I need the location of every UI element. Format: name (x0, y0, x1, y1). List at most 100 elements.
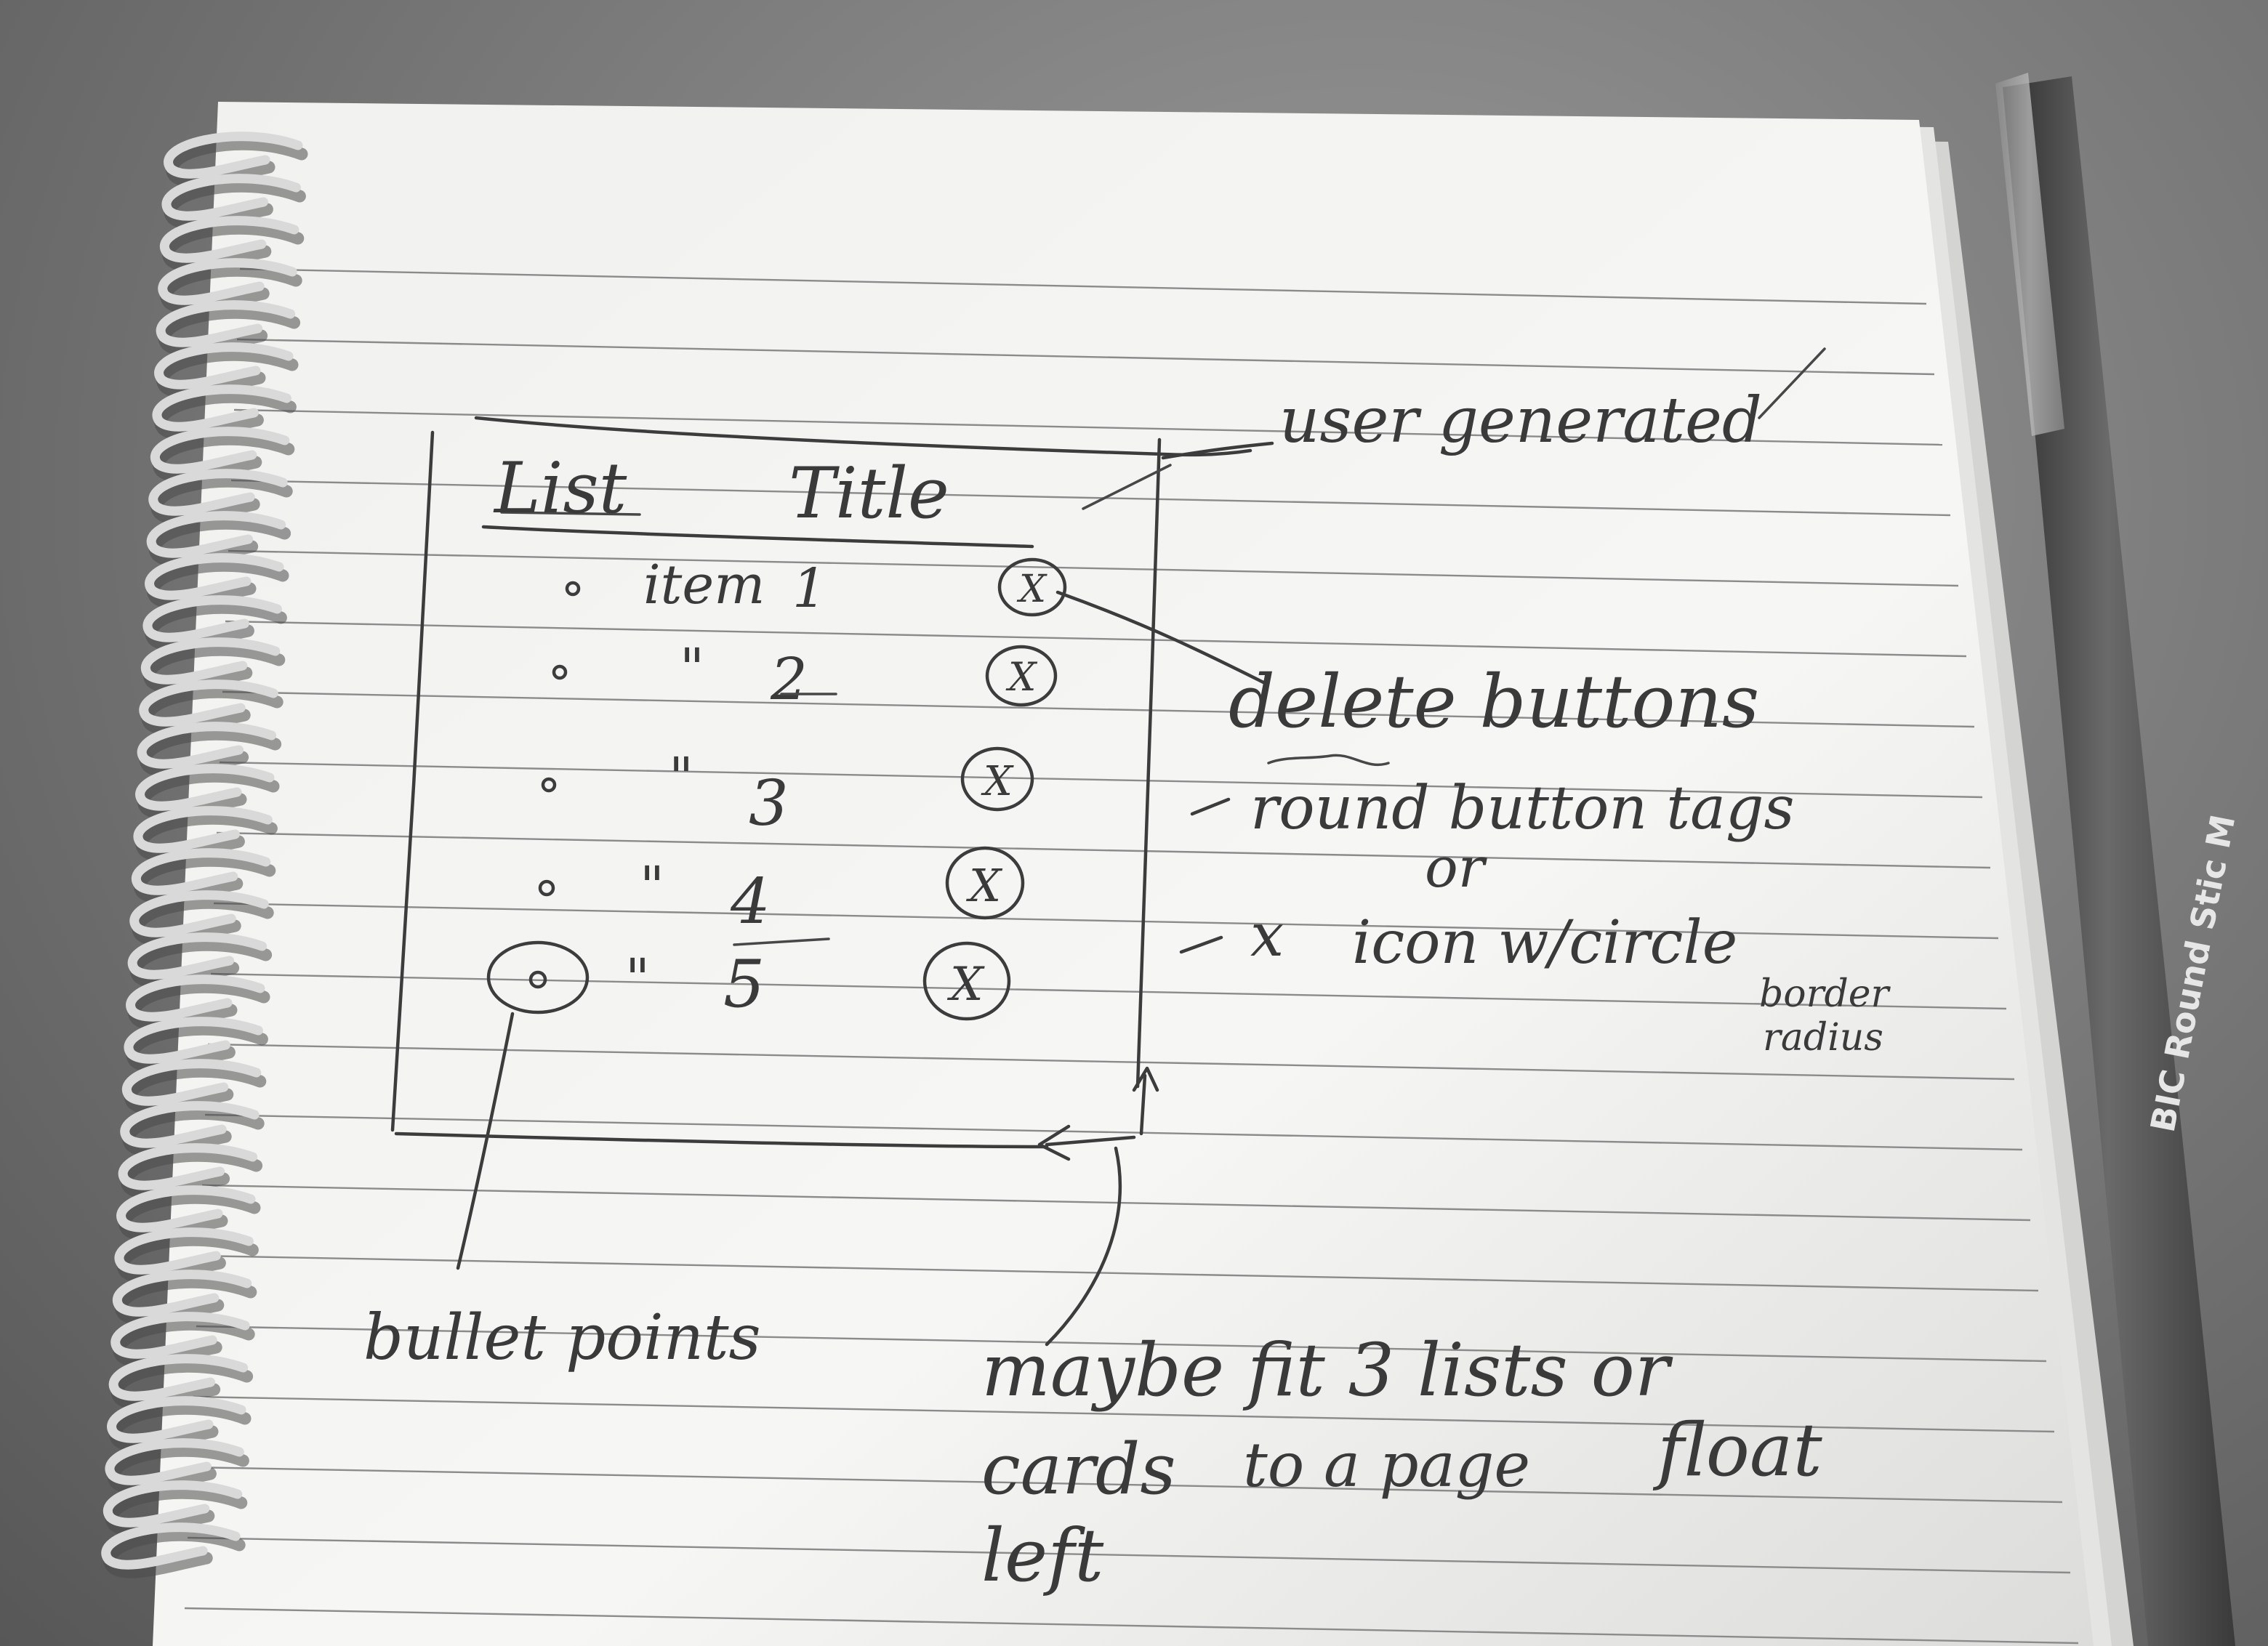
delete-x-glyph: X (946, 958, 985, 1012)
item-label: " (669, 746, 693, 809)
ruled-line (187, 1536, 2071, 1574)
pen-body (2003, 76, 2235, 1646)
annotation-or: or (1425, 835, 1488, 900)
spiral-coil (127, 932, 268, 980)
maybe-leader (1045, 1146, 1122, 1347)
spiral-coil (120, 1101, 260, 1148)
list-item: item 1 X (565, 554, 1067, 620)
bullet-points-leader (456, 1012, 515, 1270)
list-card-wireframe: List Title item 1 X " 2 X " 3 X " (390, 416, 1252, 1161)
ruled-line (236, 338, 1935, 376)
bullet-highlight-circle (486, 940, 590, 1014)
bullet-dot (552, 664, 568, 680)
delete-x-circle-icon (945, 846, 1025, 920)
spiral-coil (107, 1396, 246, 1443)
spiral-coil (126, 975, 265, 1022)
card-left-border (390, 430, 435, 1132)
item-label: " (625, 948, 650, 1010)
spiral-coil (142, 595, 282, 642)
title-underline-short (500, 511, 641, 516)
card-top-line (474, 416, 1252, 457)
delete-x-circle-icon (985, 645, 1058, 707)
spiral-coil (148, 469, 288, 516)
spiral-coil (114, 1227, 254, 1275)
spiral-coil (150, 427, 290, 474)
annotation-bullet-points: bullet points (363, 1302, 761, 1374)
annotation-maybe-line2-cards: cards (981, 1429, 1176, 1510)
spiral-coil (137, 722, 277, 769)
annotation-user-generated: user generated (1279, 384, 1762, 457)
list-item: " 3 X (541, 746, 1034, 840)
annotation-border: border (1759, 972, 1891, 1016)
delete-x-circle-icon (960, 746, 1034, 812)
bullet-dot (528, 970, 547, 989)
delete-x-glyph: X (981, 758, 1014, 805)
ruled-line (213, 902, 1999, 940)
spiral-coil (118, 1143, 258, 1190)
delete-buttons-leader (1055, 590, 1267, 685)
item-number: 2 (770, 645, 808, 713)
spiral-coil (160, 216, 299, 263)
spiral-coil (122, 1059, 262, 1106)
annotation-delete-buttons: delete buttons (1228, 659, 1759, 744)
annotation-maybe-line2-page: to a page (1243, 1429, 1530, 1501)
spiral-coil (141, 637, 281, 685)
spiral-coil (158, 258, 297, 305)
spiral-coil (129, 890, 269, 937)
delete-x-circle-icon (997, 557, 1067, 617)
annotation-round-button-tags: round button tags (1250, 774, 1795, 843)
spiral-coil (152, 384, 291, 432)
spiral-coil (146, 511, 286, 558)
item-label: " (640, 855, 664, 918)
bullet-dot (538, 879, 555, 897)
corner-arrow-left (1037, 1124, 1136, 1161)
spiral-coil (116, 1185, 256, 1233)
dash-bullet (1179, 935, 1223, 954)
dash-bullet (1190, 797, 1231, 816)
ruled-line (233, 408, 1943, 446)
annotation-x-icon: icon w/circle (1352, 908, 1737, 977)
ruled-line (210, 972, 2007, 1010)
spiral-coil (161, 174, 301, 221)
card-right-border (1135, 437, 1162, 1089)
ruled-line (225, 620, 1967, 658)
annotation-x-prefix: x (1250, 901, 1284, 970)
delete-x-glyph: X (966, 859, 1003, 912)
item-number: 4 (730, 866, 771, 938)
spiral-coil (105, 1438, 244, 1485)
ruled-line (216, 831, 1991, 869)
user-generated-leader (1161, 441, 1274, 460)
annotation-maybe-line1: maybe fit 3 lists or (981, 1328, 1673, 1413)
title-scribble (1082, 464, 1172, 510)
spiral-coil (101, 1522, 241, 1570)
ruled-line (230, 479, 1951, 517)
annotation-radius: radius (1763, 1016, 1883, 1060)
ruled-line (222, 690, 1975, 728)
item-label: " (680, 637, 704, 700)
spiral-coil (108, 1354, 249, 1401)
corner-arrow-up (1132, 1066, 1159, 1136)
spiral-coil (139, 679, 278, 727)
scribble-mark (1267, 754, 1390, 767)
item-label: item (643, 554, 765, 616)
ruled-lines (184, 267, 2079, 1645)
list-title-left: List (493, 448, 627, 529)
ruled-line (207, 1043, 2015, 1081)
spiral-coil (154, 342, 294, 390)
ruled-line (196, 1325, 2047, 1363)
item-number: 3 (749, 767, 789, 840)
annotation-maybe-line3: left (981, 1513, 1104, 1598)
spiral-coil (110, 1312, 250, 1359)
delete-x-circle-icon (922, 941, 1011, 1021)
item-number: 5 (723, 946, 765, 1022)
list-item: " 4 X (538, 846, 1025, 938)
ruled-line (193, 1395, 2055, 1433)
spiral-coil (124, 1017, 263, 1064)
spiral-coil (113, 1270, 252, 1317)
spiral-coil (103, 1480, 243, 1528)
user-generated-slash (1758, 347, 1826, 419)
annotations: user generated delete buttons round butt… (363, 347, 1891, 1598)
ruled-line (201, 1184, 2031, 1222)
pen-cap (1995, 73, 2064, 436)
